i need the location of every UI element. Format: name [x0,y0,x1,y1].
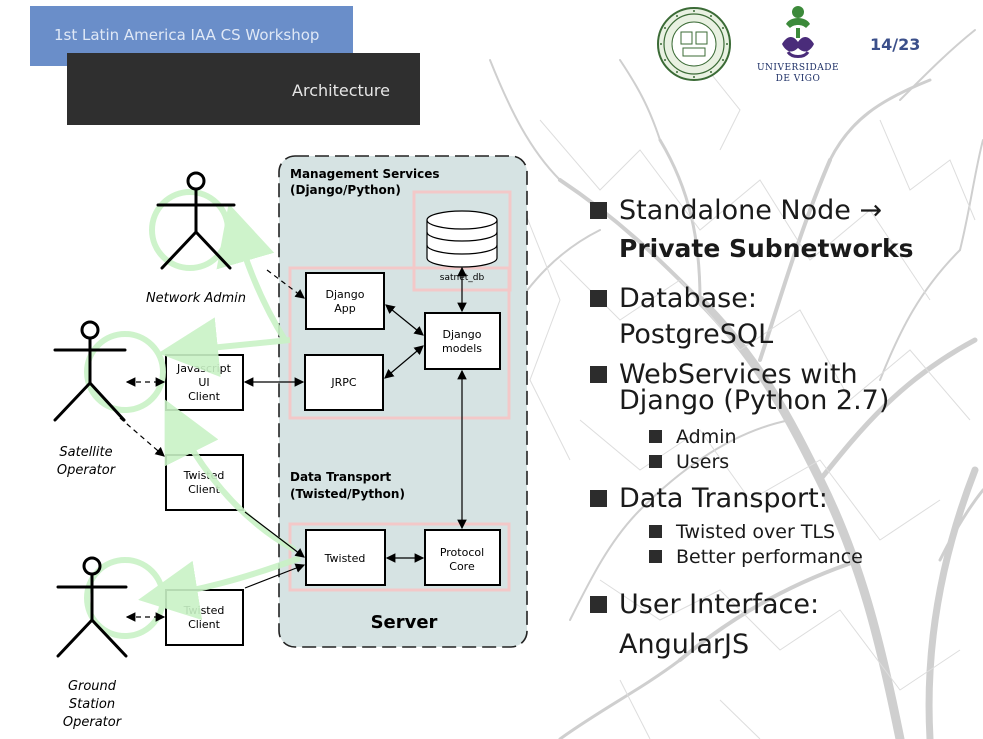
sub-bullet-text: Admin [676,426,737,448]
mgmt-services-label: Management Services [290,167,440,181]
django-app-box [305,272,385,330]
bullet-database: Database: [590,284,757,313]
protocol-core-box [424,529,501,586]
green-overlay-arrows [84,189,302,639]
twisted-client-b-text-1: Twisted [183,604,225,617]
django-app-text-1: Django [326,288,365,301]
ground-operator-label-1: Ground [68,679,117,694]
bullet-square-icon [590,490,607,507]
satellite-operator-actor-icon [53,320,127,422]
ground-operator-label-3: Operator [63,715,123,730]
mgmt-services-sublabel: (Django/Python) [290,183,401,197]
js-client-text-1: Javascript [176,362,232,375]
sub-bullet-users: Users [649,451,729,473]
sub-bullet-square-icon [649,550,662,563]
section-title-bar: Architecture [67,53,420,125]
sub-bullet-tls: Twisted over TLS [649,521,835,543]
django-app-text-2: App [334,302,356,315]
workshop-title: 1st Latin America IAA CS Workshop [54,26,320,44]
data-transport-sublabel: (Twisted/Python) [290,487,405,501]
bullet-square-icon [590,366,607,383]
sub-bullet-text: Users [676,451,730,473]
data-transport-label: Data Transport [290,470,391,484]
jrpc-box [304,354,384,411]
university-name-line2: DE VIGO [775,74,821,84]
bullet-text: User Interface: [619,589,820,620]
django-models-text-1: Django [443,328,482,341]
network-admin-actor-icon [156,171,236,270]
bullet-square-icon [590,290,607,307]
university-name-line1: UNIVERSIDADE [756,63,840,73]
sub-bullet-text: Better performance [676,546,863,568]
slide-page-number: 14/23 [870,35,921,54]
network-admin-label: Network Admin [146,291,246,306]
sub-bullet-performance: Better performance [649,546,863,568]
js-client-text-3: Client [188,390,221,403]
bullet-text: Standalone Node → [619,195,883,226]
sub-bullet-admin: Admin [649,426,737,448]
bullet-database-value: PostgreSQL [619,319,774,350]
twisted-client-b-text-2: Client [188,618,221,631]
bullet-square-icon [590,596,607,613]
bullet-user-interface: User Interface: [590,590,819,619]
twisted-box [305,529,386,586]
sub-bullet-square-icon [649,525,662,538]
sub-bullet-square-icon [649,430,662,443]
bullet-standalone-bold: Private Subnetworks [619,234,914,263]
database-cylinder-icon [426,210,498,268]
twisted-client-a-text-2: Client [188,483,221,496]
satellite-operator-label-2: Operator [57,463,117,478]
bullet-webservices: WebServices with [590,360,858,389]
bullet-data-transport: Data Transport: [590,484,828,513]
bullet-standalone: Standalone Node → [590,196,882,225]
satellite-operator-label-1: Satellite [59,445,112,460]
bullet-user-interface-value: AngularJS [619,629,750,660]
bullet-text: Database: [619,283,757,314]
django-models-box [424,312,501,370]
js-client-text-2: UI [198,376,209,389]
twisted-text: Twisted [324,552,366,565]
ground-operator-label-2: Station [69,697,115,712]
protocol-core-text-2: Core [449,560,475,573]
polytechnic-seal-logo [657,7,731,81]
bullet-text: WebServices with [619,359,858,390]
server-label: Server [371,612,438,633]
universidade-vigo-logo [782,6,814,58]
protocol-core-text-1: Protocol [440,546,484,559]
jrpc-text: JRPC [330,376,357,389]
bullet-text: Data Transport: [619,483,828,514]
sub-bullet-square-icon [649,455,662,468]
university-name: UNIVERSIDADE DE VIGO [744,63,852,85]
transport-highlight [288,522,511,592]
bullet-square-icon [590,202,607,219]
django-models-text-2: models [442,342,482,355]
ground-station-operator-actor-icon [56,556,128,658]
sub-bullet-text: Twisted over TLS [676,521,836,543]
bullet-webservices-value: Django (Python 2.7) [619,385,890,416]
section-title: Architecture [292,81,390,100]
